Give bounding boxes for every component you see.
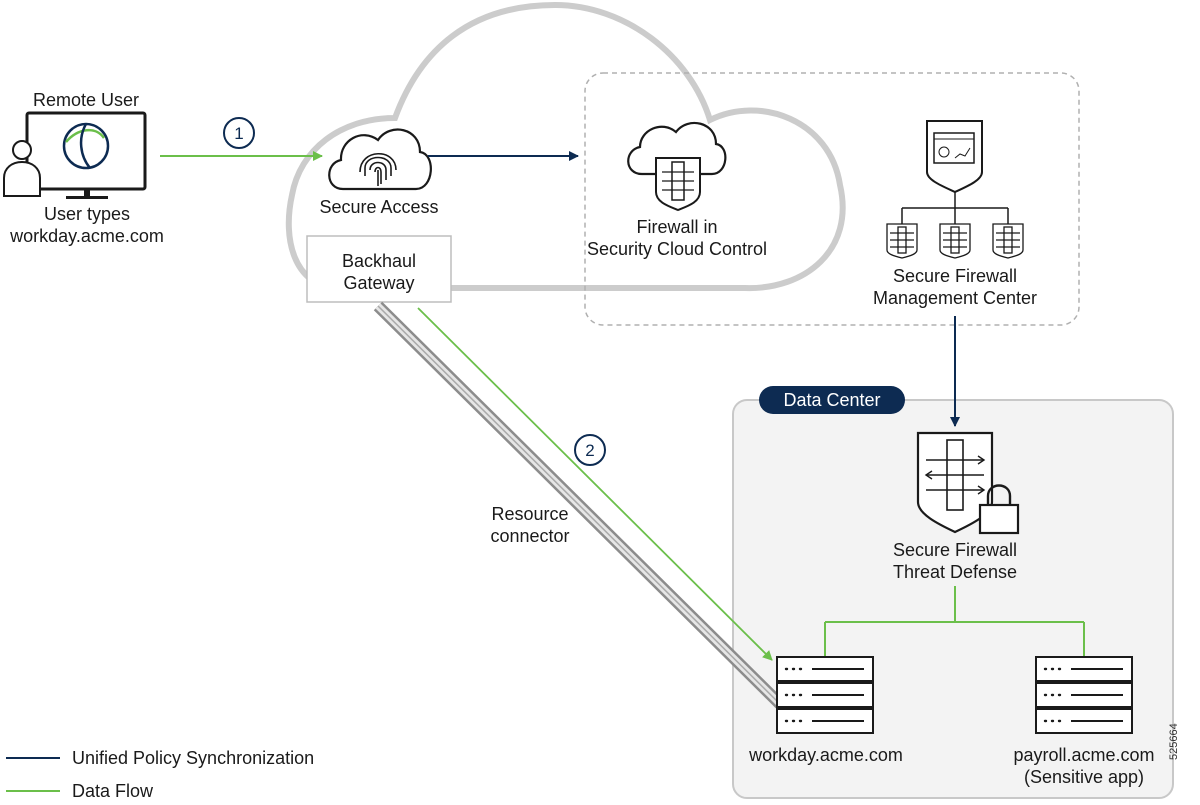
managed-firewall-icon-3	[992, 223, 1024, 259]
remote-user-caption: User types workday.acme.com	[0, 203, 174, 247]
fmc-device-tree	[901, 192, 1009, 224]
secure-access-cloud	[285, 1, 846, 292]
step-1-circle	[223, 117, 255, 149]
resource-connector-line2: connector	[490, 526, 570, 546]
managed-firewall-icon-2	[939, 223, 971, 259]
fingerprint-icon	[359, 152, 397, 186]
remote-user-caption-line2: workday.acme.com	[10, 226, 164, 246]
ftd-label: Secure Firewall Threat Defense	[870, 539, 1040, 583]
secure-access-label: Secure Access	[319, 197, 439, 217]
fmc-label: Secure Firewall Management Center	[860, 265, 1050, 309]
ftd-line2: Threat Defense	[892, 562, 1018, 582]
legend-label-data-flow: Data Flow	[72, 781, 154, 801]
data-flow-arrow-gateway-to-workday	[417, 307, 773, 661]
firewall-scc-label: Firewall in Security Cloud Control	[567, 216, 787, 260]
data-center-badge: Data Center	[759, 386, 905, 414]
fmc-shield-icon	[926, 120, 983, 194]
workday-server-icon	[776, 656, 874, 734]
managed-firewall-icon-1	[886, 223, 918, 259]
data-flow-ftd-to-servers	[824, 586, 1085, 656]
resource-connector-line1: Resource	[491, 504, 569, 524]
backhaul-gateway-line2: Gateway	[343, 273, 415, 293]
ftd-shield-icon	[916, 431, 994, 534]
remote-user-caption-line1: User types	[43, 204, 131, 224]
secure-access-icon	[328, 128, 432, 191]
payroll-server-line1: payroll.acme.com	[1013, 745, 1155, 765]
lock-icon	[978, 484, 1020, 535]
resource-connector-pipe	[373, 301, 785, 709]
management-dashed-area	[584, 72, 1080, 326]
resource-connector-label: Resource connector	[470, 503, 590, 547]
firewall-scc-icon	[627, 122, 727, 212]
backhaul-gateway-box	[306, 235, 452, 303]
ftd-line1: Secure Firewall	[892, 540, 1018, 560]
firewall-scc-line1: Firewall in	[636, 217, 718, 237]
payroll-server-label: payroll.acme.com (Sensitive app)	[994, 744, 1174, 788]
fmc-line2: Management Center	[872, 288, 1038, 308]
fmc-line1: Secure Firewall	[892, 266, 1018, 286]
remote-user-icon	[3, 111, 147, 199]
remote-user-title: Remote User	[32, 90, 140, 110]
step-2-number: 2	[585, 441, 594, 460]
step-1-number: 1	[234, 124, 243, 143]
workday-server-label: workday.acme.com	[749, 745, 903, 765]
backhaul-gateway-line1: Backhaul	[341, 251, 417, 271]
backhaul-gateway-label: Backhaul Gateway	[307, 250, 451, 294]
payroll-server-icon	[1035, 656, 1133, 734]
legend-label-policy-sync: Unified Policy Synchronization	[72, 748, 315, 768]
step-2-circle	[574, 434, 606, 466]
firewall-scc-line2: Security Cloud Control	[586, 239, 768, 259]
figure-number: 525664	[1168, 723, 1180, 760]
payroll-server-line2: (Sensitive app)	[1023, 767, 1145, 787]
